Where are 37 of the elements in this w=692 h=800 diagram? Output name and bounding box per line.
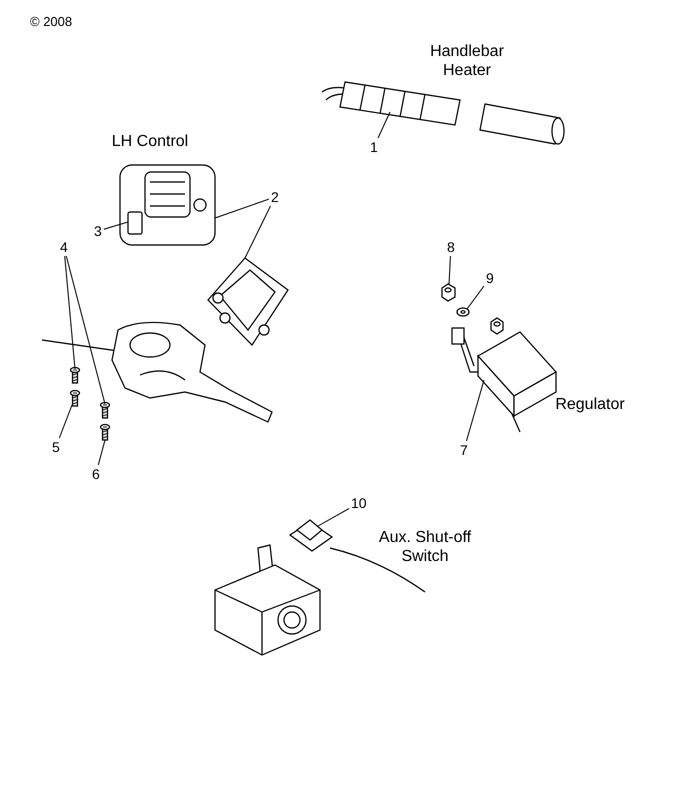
hand-control-drawing xyxy=(119,164,216,246)
switch-housing-drawing xyxy=(207,257,289,346)
nut-drawing xyxy=(441,283,456,302)
leader-line xyxy=(66,256,106,404)
leader-line xyxy=(214,198,270,218)
copyright-text: © 2008 xyxy=(30,13,72,31)
leader-line xyxy=(98,440,106,466)
leader-line xyxy=(466,285,484,310)
leader-line xyxy=(103,222,128,230)
callout-number: 1 xyxy=(369,139,379,155)
leader-line xyxy=(378,112,390,138)
leader-line xyxy=(58,404,72,438)
callout-number: 4 xyxy=(59,239,69,255)
leader-line xyxy=(448,256,451,286)
leader-line xyxy=(318,508,350,526)
switch-boot-drawing xyxy=(288,519,334,552)
leader-line xyxy=(466,380,484,442)
callout-number: 7 xyxy=(459,442,469,458)
callout-number: 3 xyxy=(93,223,103,239)
screw-drawing xyxy=(100,424,110,441)
callout-number: 10 xyxy=(350,495,368,511)
screw-drawing xyxy=(70,390,80,407)
callout-number: 2 xyxy=(270,189,280,205)
callout-number: 6 xyxy=(91,466,101,482)
screw-drawing xyxy=(100,402,110,419)
callout-number: 8 xyxy=(446,239,456,255)
part-name: Regulator xyxy=(554,395,626,414)
title-text: Aux. Shut-off Switch xyxy=(378,528,472,566)
washer-drawing xyxy=(456,307,470,317)
leader-line xyxy=(244,206,271,258)
regulator-drawing xyxy=(451,327,557,432)
screw-drawing xyxy=(70,366,80,384)
callout-number: 5 xyxy=(51,439,61,455)
part-name: LH Control xyxy=(110,132,190,151)
callout-number: 9 xyxy=(485,270,495,286)
leader-line xyxy=(64,256,76,370)
part-name: Handlebar Heater xyxy=(429,42,505,80)
